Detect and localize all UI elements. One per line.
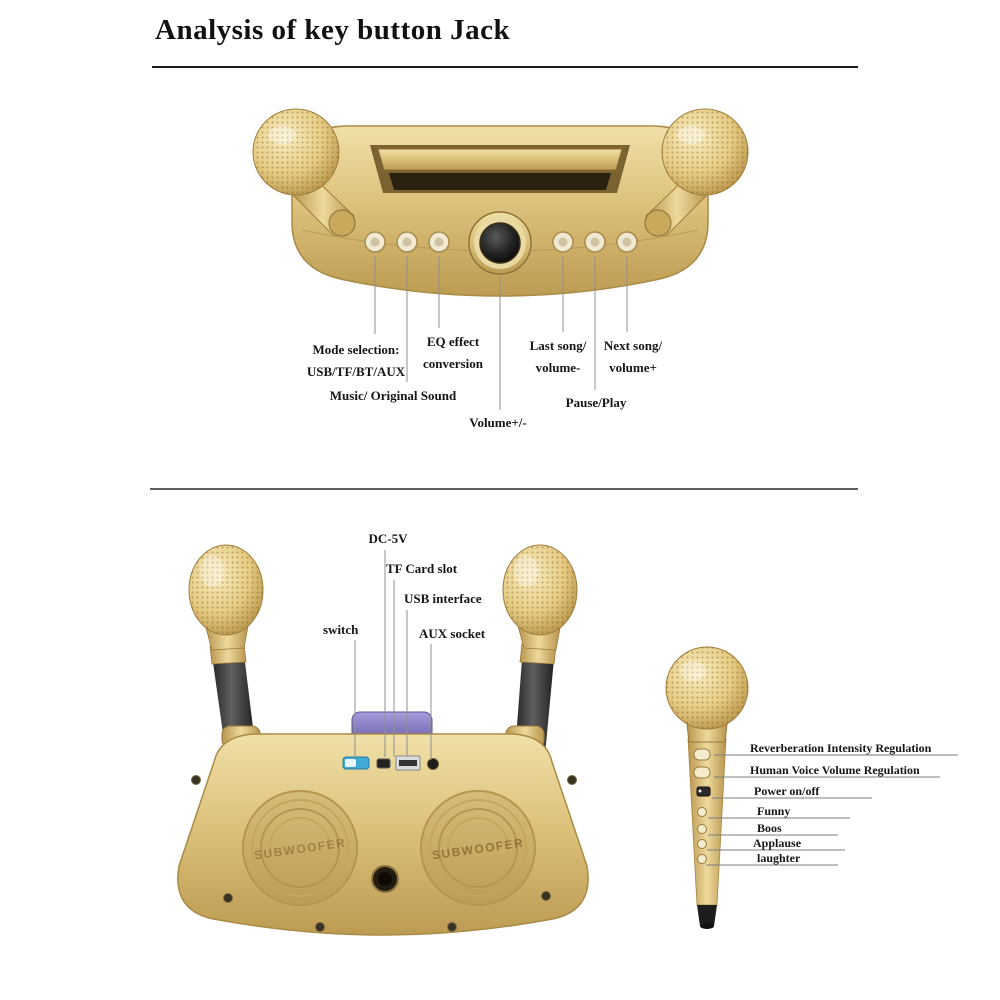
label-line: conversion [423,356,483,371]
top-buttons [364,211,638,275]
mic-holder-left [328,209,356,237]
handheld-mic [665,646,749,929]
funny-button [697,807,707,817]
top-callout-lines [374,256,628,410]
label-laughter: laughter [757,851,801,865]
screws [191,775,577,932]
label-eq-effect: EQ effect conversion [409,331,497,375]
volume-knob [468,211,532,275]
title-underline [152,66,858,68]
label-human-voice: Human Voice Volume Regulation [750,763,920,777]
label-next-song: Next song/ volume+ [591,335,675,379]
subwoofer-right: SUBWOOFER [420,790,536,906]
label-switch: switch [323,622,359,637]
mic-power-switch [696,786,711,797]
left-mic-top [252,108,356,237]
handheld-mic-controls [693,748,711,864]
mic-holder-right [644,209,672,237]
rear-callout-lines [354,550,432,760]
label-reverberation: Reverberation Intensity Regulation [750,741,932,755]
label-line: Next song/ [603,338,663,353]
label-tf-card: TF Card slot [386,561,458,576]
subwoofer-left: SUBWOOFER [242,790,358,906]
label-funny: Funny [757,804,791,818]
dc-port [376,758,391,769]
label-aux: AUX socket [419,626,486,641]
tf-slot [399,760,417,766]
label-line: volume- [535,360,581,375]
label-line: Last song/ [529,338,587,353]
volume-rocker [693,766,711,779]
label-last-song: Last song/ volume- [517,335,599,379]
label-mode-selection: Mode selection: USB/TF/BT/AUX [296,339,416,383]
right-mic [502,544,578,755]
label-line: EQ effect [426,334,480,349]
echo-rocker [693,748,711,761]
mic-bottom-cap [697,905,717,926]
boos-button [697,824,707,834]
carry-handle-slot [370,145,630,193]
label-line: Mode selection: [312,342,400,357]
label-line: USB/TF/BT/AUX [306,364,406,379]
label-boos: Boos [757,821,782,835]
speaker-top-view [252,108,749,297]
mic-callout-lines [706,754,958,866]
laughter-button [697,854,707,864]
aux-port [427,758,439,770]
speaker-back-body [177,733,589,936]
left-mic [188,544,264,755]
label-volume: Volume+/- [469,415,527,430]
stand-hole-inner [378,872,392,886]
rear-ports [342,755,439,771]
page-title: Analysis of key button Jack [155,14,511,46]
label-dc: DC-5V [368,531,408,546]
label-pause-play: Pause/Play [565,395,627,410]
right-mic-top [644,108,749,237]
speaker-back-view: SUBWOOFER SUBWOOFER [177,544,589,936]
label-usb: USB interface [404,591,482,606]
applause-button [697,839,707,849]
label-applause: Applause [753,836,802,850]
label-music-original: Music/ Original Sound [329,388,457,403]
label-power-onoff: Power on/off [754,784,820,798]
label-line: volume+ [609,360,657,375]
